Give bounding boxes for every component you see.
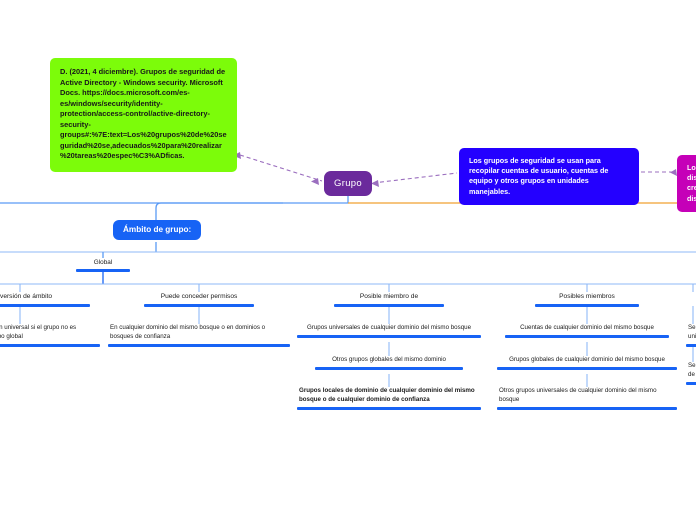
dashed-link-citation-arrow-2 xyxy=(311,178,319,185)
leaf-permisos-dominios-confianza-label: En cualquier dominio del mismo bosque o … xyxy=(110,324,266,340)
column-heading-conversion-de-ambito-label: Conversión de ámbito xyxy=(0,293,53,300)
citation-note[interactable]: D. (2021, 4 diciembre). Grupos de seguri… xyxy=(50,58,237,172)
column-heading-conversion-de-ambito-bar xyxy=(0,303,90,307)
column-heading-puede-conceder-permisos-bar xyxy=(144,303,254,307)
leaf-grupos-locales-dominio[interactable]: Grupos locales de dominio de cualquier d… xyxy=(297,387,481,410)
leaf-conversion-universal-label: Se puede convertir en universal si el gr… xyxy=(0,324,77,340)
leaf-otros-grupos-globales-label: Otros grupos globales del mismo dominio xyxy=(332,356,446,363)
leaf-otros-grupos-universales[interactable]: Otros grupos universales de cualquier do… xyxy=(497,387,677,410)
scope-node-global[interactable]: Global xyxy=(76,258,130,273)
leaf-cuentas-mismo-bosque[interactable]: Cuentas de cualquier dominio del mismo b… xyxy=(505,324,669,338)
leaf-convertir-universal[interactable]: Se puede convertir en grupo universal xyxy=(686,324,696,347)
leaf-convertir-universal-bar xyxy=(686,343,696,347)
leaf-otros-grupos-globales-bar xyxy=(315,366,463,370)
scope-node-global-bar xyxy=(76,269,130,273)
wire-ambito-to-spine xyxy=(155,202,283,220)
leaf-permisos-dominios-confianza-bar xyxy=(108,343,290,347)
leaf-cuentas-mismo-bosque-bar xyxy=(505,334,669,338)
leaf-grupos-globales-mismo-bosque-bar xyxy=(497,366,677,370)
column-heading-posible-miembro-de[interactable]: Posible miembro de xyxy=(334,292,444,307)
note-security-groups-purpose[interactable]: Los grupos de seguridad se usan para rec… xyxy=(459,148,639,205)
leaf-convertir-dominio-local[interactable]: Se puede convertir en grupo de dominio l… xyxy=(686,362,696,385)
leaf-grupos-globales-mismo-bosque-label: Grupos globales de cualquier dominio del… xyxy=(509,356,665,363)
leaf-conversion-universal-bar xyxy=(0,343,100,347)
dashed-link-citation xyxy=(239,154,323,182)
scope-node-global-label: Global xyxy=(93,259,113,266)
column-heading-posible-miembro-de-bar xyxy=(334,303,444,307)
leaf-grupos-locales-dominio-label: Grupos locales de dominio de cualquier d… xyxy=(299,387,475,403)
leaf-conversion-universal[interactable]: Se puede convertir en universal si el gr… xyxy=(0,324,100,347)
branch-node-ambito-de-grupo[interactable]: Ámbito de grupo: xyxy=(113,220,202,240)
column-heading-posible-miembro-de-label: Posible miembro de xyxy=(359,293,419,300)
leaf-otros-grupos-universales-label: Otros grupos universales de cualquier do… xyxy=(499,387,657,403)
leaf-permisos-dominios-confianza[interactable]: En cualquier dominio del mismo bosque o … xyxy=(108,324,290,347)
dashed-link-note-magenta-arrow xyxy=(670,169,677,176)
root-node-grupo[interactable]: Grupo xyxy=(324,171,372,196)
column-heading-posibles-miembros-label: Posibles miembros xyxy=(559,293,615,300)
leaf-grupos-universales-mismo-bosque-bar xyxy=(297,334,481,338)
dashed-link-note-blue xyxy=(372,172,458,184)
spine-blue-left xyxy=(0,196,349,204)
column-heading-posibles-miembros[interactable]: Posibles miembros xyxy=(535,292,639,307)
leaf-convertir-universal-label: Se puede convertir en grupo universal xyxy=(688,324,696,340)
column-heading-puede-conceder-permisos-label: Puede conceder permisos xyxy=(160,293,238,300)
leaf-otros-grupos-globales[interactable]: Otros grupos globales del mismo dominio xyxy=(315,356,463,370)
column-heading-puede-conceder-permisos[interactable]: Puede conceder permisos xyxy=(144,292,254,307)
column-heading-conversion-de-ambito[interactable]: Conversión de ámbito xyxy=(0,292,90,307)
leaf-grupos-universales-mismo-bosque-label: Grupos universales de cualquier dominio … xyxy=(306,324,472,331)
leaf-otros-grupos-universales-bar xyxy=(497,406,677,410)
leaf-grupos-universales-mismo-bosque[interactable]: Grupos universales de cualquier dominio … xyxy=(297,324,481,338)
leaf-convertir-dominio-local-label: Se puede convertir en grupo de dominio l… xyxy=(688,362,696,378)
leaf-cuentas-mismo-bosque-label: Cuentas de cualquier dominio del mismo b… xyxy=(520,324,654,331)
leaf-convertir-dominio-local-bar xyxy=(686,381,696,385)
column-heading-posibles-miembros-bar xyxy=(535,303,639,307)
leaf-grupos-locales-dominio-bar xyxy=(297,406,481,410)
note-right-clipped[interactable]: Los grupos de distribución se usan para … xyxy=(677,155,696,212)
dashed-link-note-blue-arrow xyxy=(371,180,379,187)
root-node-label: Grupo xyxy=(334,178,362,189)
leaf-grupos-globales-mismo-bosque[interactable]: Grupos globales de cualquier dominio del… xyxy=(497,356,677,370)
